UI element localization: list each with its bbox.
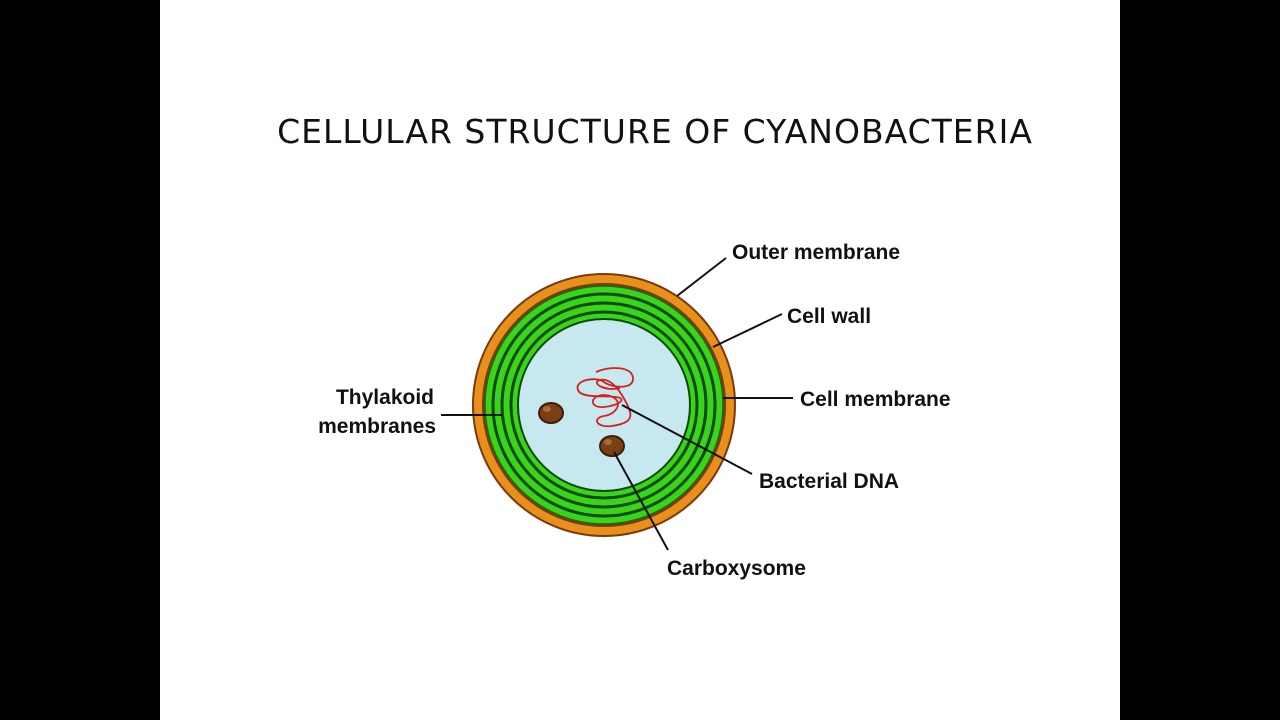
label-cell-wall: Cell wall bbox=[787, 305, 871, 328]
label-outer-membrane: Outer membrane bbox=[732, 241, 900, 264]
label-thylakoid-line1: Thylakoid bbox=[336, 386, 434, 409]
thylakoid-layer-2 bbox=[500, 301, 708, 509]
carboxysome-2 bbox=[599, 435, 625, 457]
cytoplasm bbox=[517, 318, 691, 492]
carboxysome-1-shine bbox=[543, 406, 551, 412]
label-cell-membrane: Cell membrane bbox=[800, 388, 951, 411]
leader-cell-wall bbox=[712, 313, 783, 348]
label-carboxysome: Carboxysome bbox=[667, 557, 806, 580]
carboxysome-1 bbox=[538, 402, 564, 424]
leader-lines bbox=[441, 257, 793, 551]
leader-bacterial-dna bbox=[621, 404, 753, 475]
thylakoid-layer-1 bbox=[491, 292, 717, 518]
label-thylakoid-line2: membranes bbox=[318, 415, 436, 438]
carboxysome-2-shine bbox=[604, 439, 612, 445]
cell bbox=[472, 273, 736, 537]
label-bacterial-dna: Bacterial DNA bbox=[759, 470, 899, 493]
leader-outer-membrane bbox=[676, 257, 727, 297]
thylakoid-layer-3 bbox=[509, 310, 699, 500]
leader-carboxysome bbox=[613, 451, 669, 551]
page-title: CELLULAR STRUCTURE OF CYANOBACTERIA bbox=[277, 112, 1033, 151]
